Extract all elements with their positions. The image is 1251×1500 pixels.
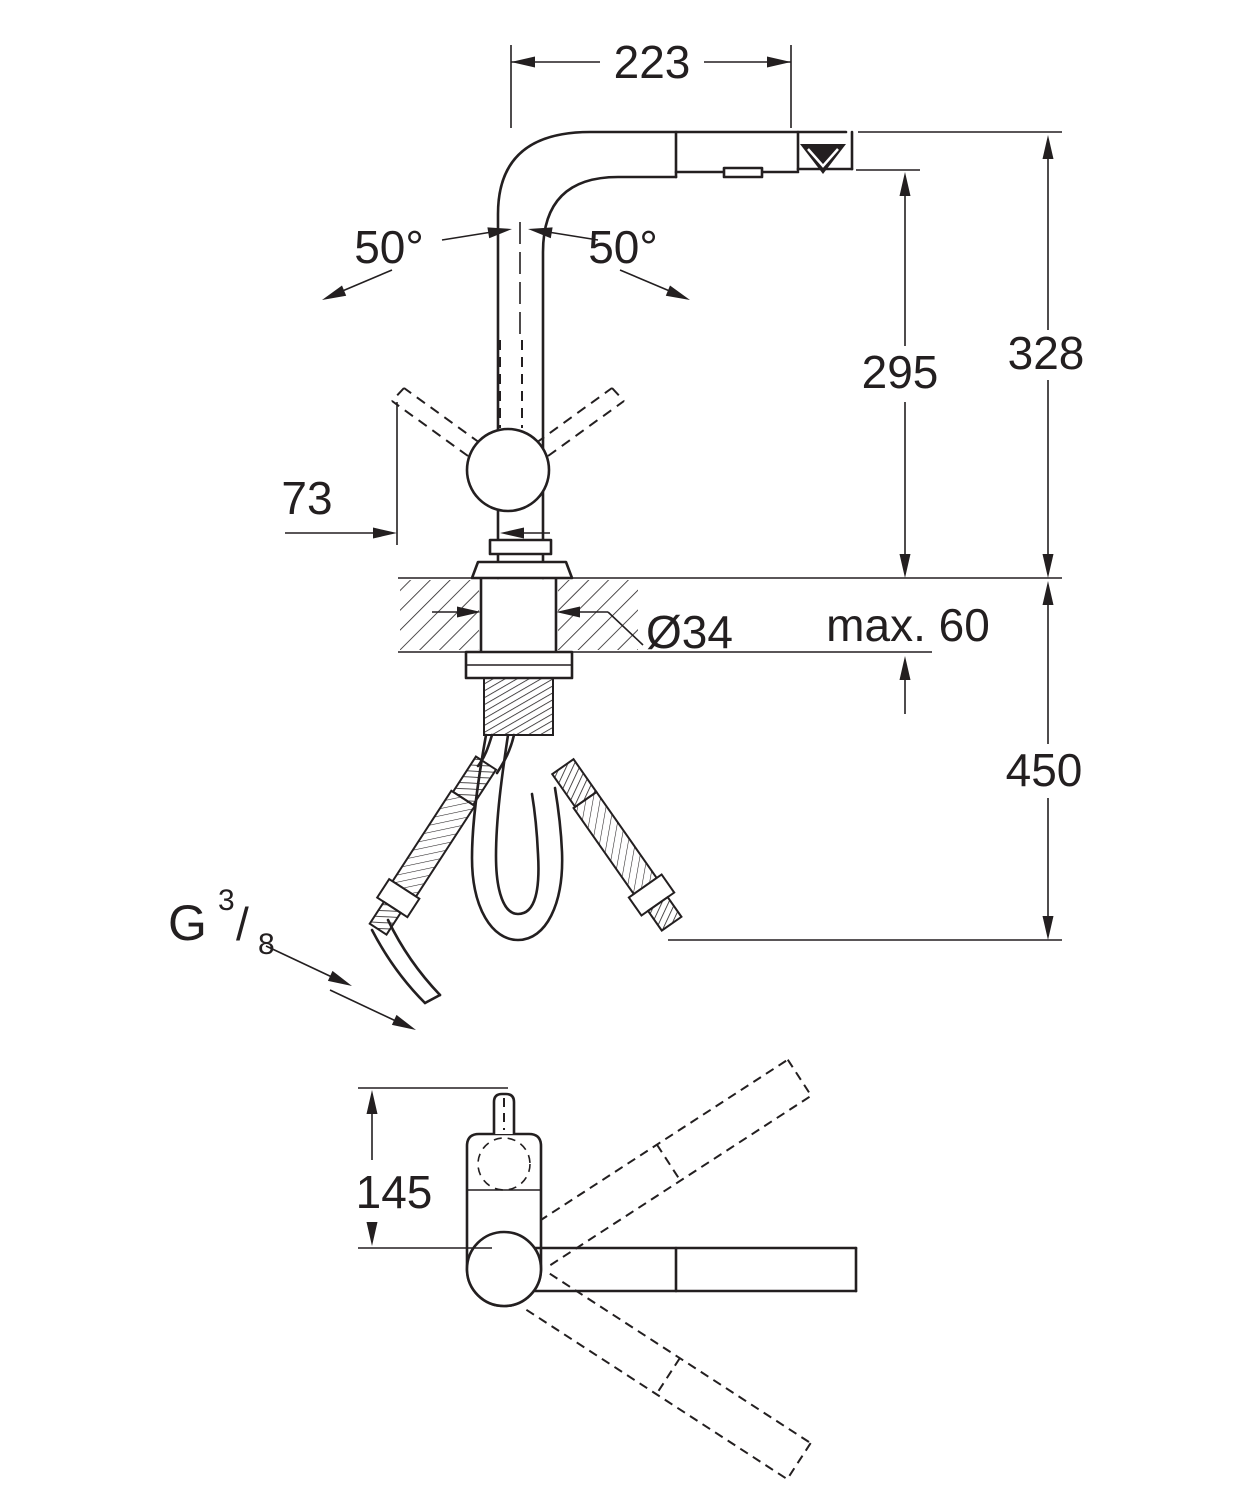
- faucet-body: [391, 130, 848, 580]
- thread-numerator: 3: [218, 884, 235, 917]
- base-collar: [488, 538, 553, 556]
- cartridge-dashed-circle: [477, 1137, 531, 1191]
- dim-50-left-label: 50°: [354, 221, 424, 273]
- threaded-shank: [483, 677, 554, 736]
- spout-position-down: [525, 1272, 812, 1481]
- spout-top-view: [532, 1246, 858, 1293]
- spout-outer: [496, 130, 848, 580]
- right-supply-hose: [550, 757, 683, 932]
- u-hose: [470, 733, 564, 942]
- spray-button: [722, 166, 764, 179]
- spout-inner: [541, 175, 678, 580]
- dim-max60-label: max. 60: [826, 599, 990, 651]
- swivel-pivot: [465, 1230, 543, 1308]
- thread-slash: /: [236, 898, 249, 950]
- thread-letter: G: [168, 895, 207, 951]
- dim-145-label: 145: [356, 1166, 433, 1218]
- side-view: 223 50° 50° 73 Ø34: [168, 36, 1084, 1030]
- top-view: 145: [356, 1058, 858, 1481]
- dim-450-label: 450: [1006, 744, 1083, 796]
- spray-head: [674, 130, 854, 179]
- dim-328-label: 328: [1008, 327, 1085, 379]
- supply-assembly: [368, 650, 683, 1005]
- spout-position-up: [526, 1058, 813, 1266]
- dim-223-label: 223: [614, 36, 691, 88]
- dim-295-label: 295: [862, 346, 939, 398]
- dim-50-right-label: 50°: [588, 221, 658, 273]
- dim-73-label: 73: [281, 472, 332, 524]
- handle-left-position: [391, 387, 481, 457]
- handle-ball: [465, 427, 551, 513]
- dimensions-side: 223 50° 50° 73 Ø34: [168, 36, 1084, 1030]
- base-flange: [470, 560, 574, 580]
- thread-label: G 3 / 8: [168, 884, 275, 961]
- left-supply-hose: [368, 755, 498, 936]
- dimensions-top-view: 145: [356, 1087, 508, 1249]
- thread-denominator: 8: [258, 928, 275, 961]
- handle-right-position: [535, 387, 625, 457]
- dim-o34-label: Ø34: [646, 606, 733, 658]
- shank-body: [481, 578, 556, 652]
